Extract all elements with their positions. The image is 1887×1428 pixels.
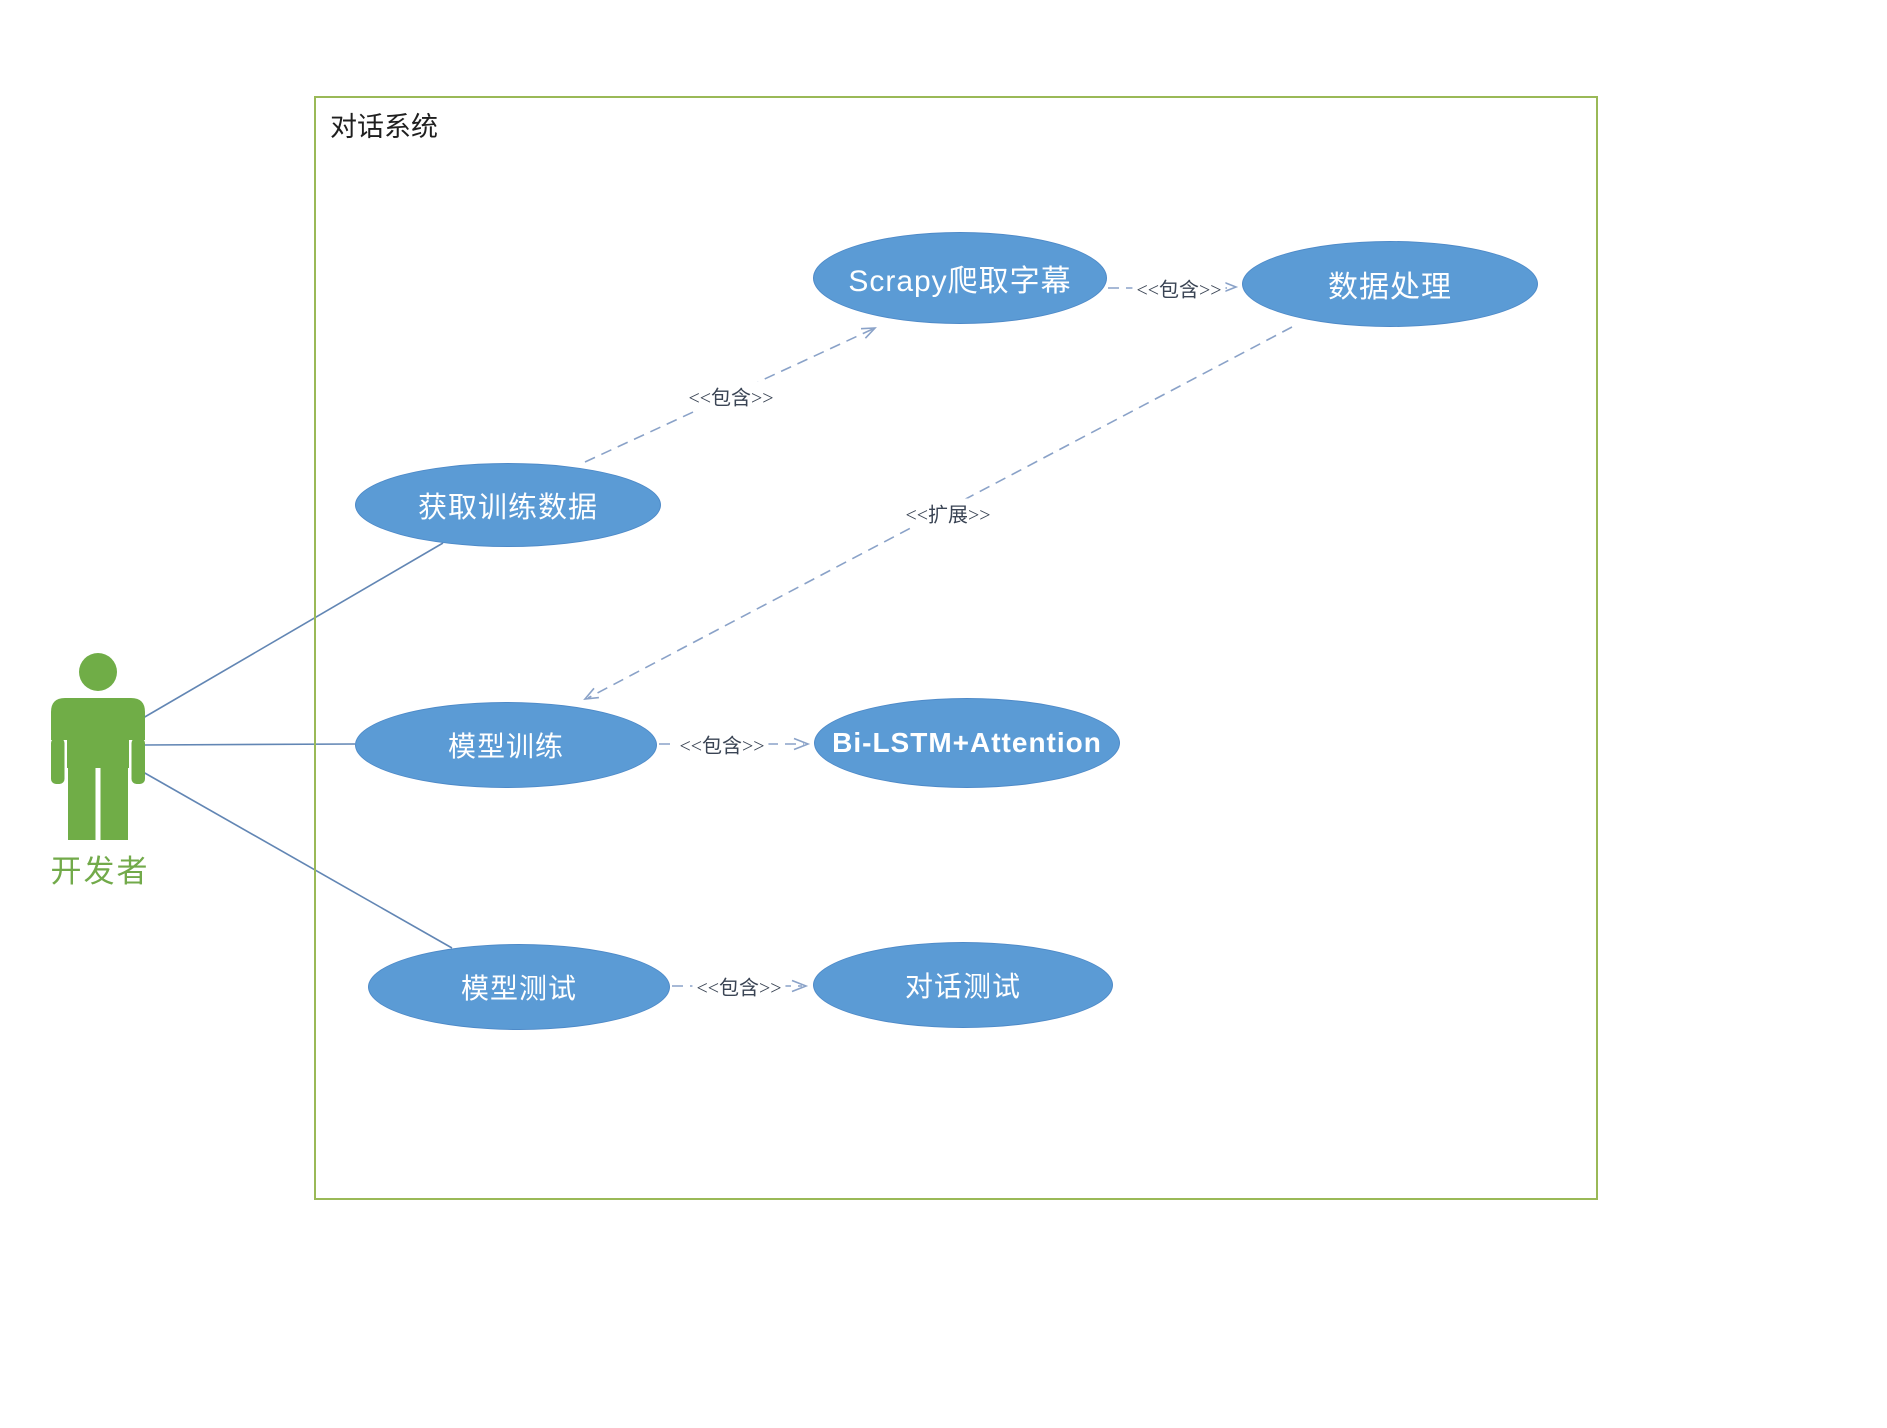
usecase-label: 模型测试	[460, 973, 577, 1004]
system-boundary	[314, 96, 1598, 1200]
usecase-label: 模型训练	[447, 731, 564, 762]
edge-label-include-3: <<包含>>	[675, 729, 769, 759]
edge-label-include-4: <<包含>>	[692, 971, 786, 1001]
include-get-training-data-to-scrapy	[584, 327, 877, 463]
edge-label-extend: <<扩展>>	[901, 498, 995, 528]
open-arrowhead-icon	[1221, 280, 1239, 294]
association-actor-model-testing	[142, 771, 453, 949]
edge-label-include-2: <<包含>>	[1132, 273, 1226, 303]
system-title: 对话系统	[330, 112, 438, 142]
open-arrowhead-icon	[583, 687, 599, 700]
open-arrowhead-icon	[793, 737, 811, 751]
edge-label-include-1: <<包含>>	[684, 381, 778, 411]
association-actor-model-training	[142, 743, 356, 746]
actor-label: 开发者	[50, 854, 150, 889]
usecase-label: 对话测试	[904, 971, 1021, 1002]
association-actor-get-training-data	[142, 542, 444, 719]
usecase-label: Scrapy爬取字幕	[848, 265, 1072, 298]
usecase-data-processing[interactable]: 数据处理	[1242, 241, 1538, 327]
usecase-model-training[interactable]: 模型训练	[355, 702, 657, 788]
usecase-dialog-testing[interactable]: 对话测试	[813, 942, 1113, 1028]
usecase-get-training-data[interactable]: 获取训练数据	[355, 463, 661, 547]
usecase-bilstm-attention[interactable]: Bi-LSTM+Attention	[814, 698, 1120, 788]
usecase-label: 数据处理	[1328, 271, 1452, 304]
usecase-label: 获取训练数据	[417, 492, 598, 524]
usecase-model-testing[interactable]: 模型测试	[368, 944, 670, 1030]
open-arrowhead-icon	[860, 327, 877, 339]
open-arrowhead-icon	[791, 979, 809, 993]
usecase-scrapy-crawl-subtitles[interactable]: Scrapy爬取字幕	[813, 232, 1107, 324]
usecase-label: Bi-LSTM+Attention	[832, 727, 1102, 758]
person-icon[interactable]	[51, 653, 145, 840]
